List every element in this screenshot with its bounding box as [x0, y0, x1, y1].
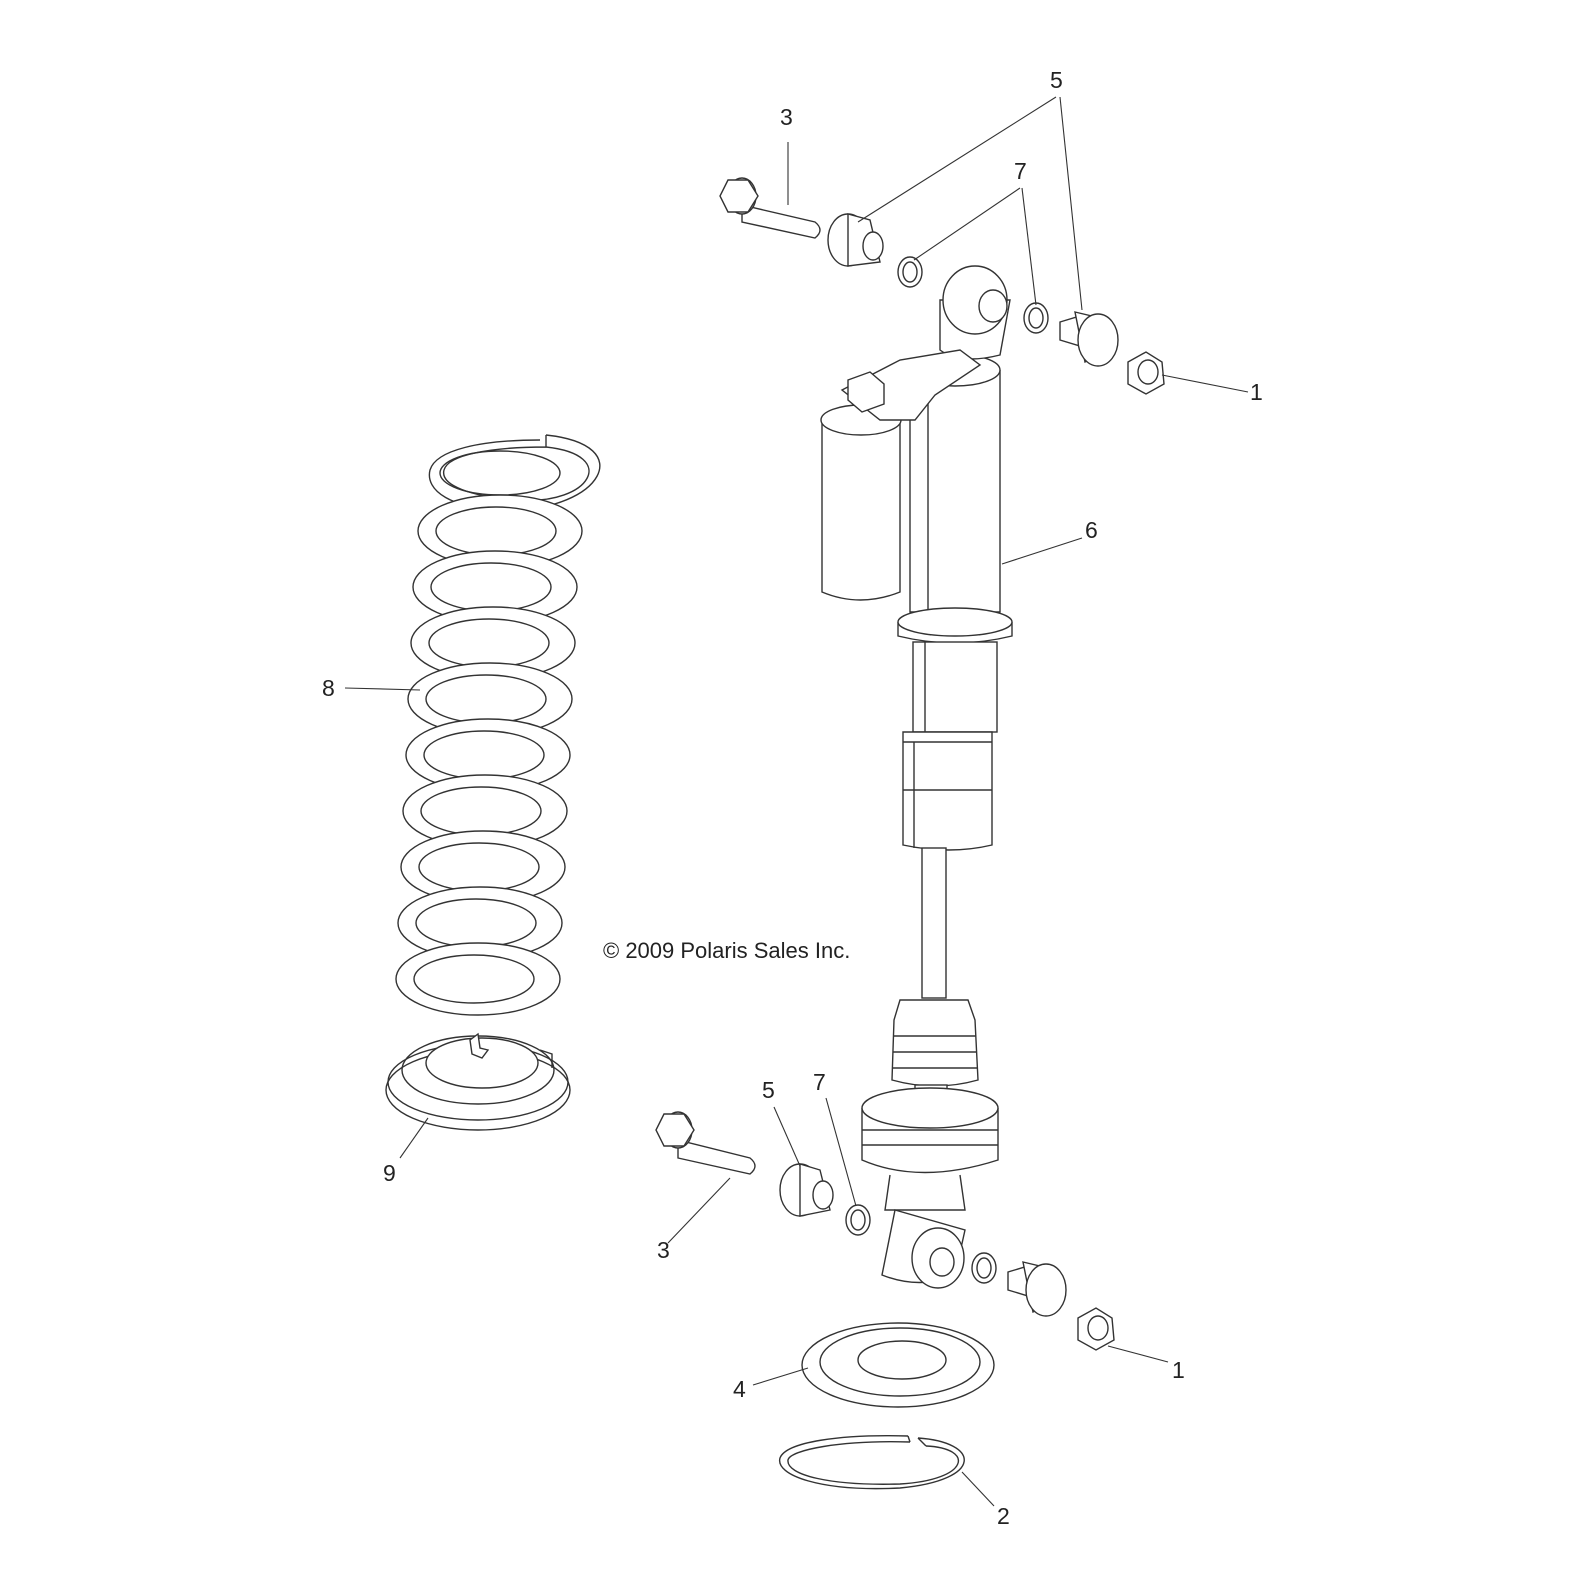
bottom-washer-right — [971, 1252, 997, 1284]
callout-3-top: 3 — [780, 104, 793, 130]
top-bolt — [719, 177, 821, 239]
callout-1-top: 1 — [1250, 379, 1263, 405]
callout-2: 2 — [997, 1503, 1010, 1529]
callout-9: 9 — [383, 1160, 396, 1186]
callout-4: 4 — [733, 1376, 746, 1402]
callout-1-bottom: 1 — [1172, 1357, 1185, 1383]
top-washer-left — [897, 256, 923, 288]
callout-numbers: 3 5 7 1 6 8 9 5 7 3 1 4 2 — [322, 67, 1263, 1529]
bottom-bolt — [655, 1111, 756, 1175]
top-bushing-left — [827, 213, 884, 267]
callout-3-bottom: 3 — [657, 1237, 670, 1263]
top-bushing-right — [1059, 311, 1119, 367]
bottom-nut — [1077, 1307, 1115, 1351]
bottom-washer-left — [845, 1204, 871, 1236]
callout-8: 8 — [322, 675, 335, 701]
top-nut — [1127, 351, 1165, 395]
bottom-bushing-left — [779, 1163, 834, 1217]
callout-7-bottom: 7 — [813, 1069, 826, 1095]
leader-lines — [344, 96, 1249, 1507]
spring-retainer — [385, 1032, 571, 1131]
spring-seat — [801, 1322, 995, 1408]
callout-5-top: 5 — [1050, 67, 1063, 93]
callout-5-bottom: 5 — [762, 1077, 775, 1103]
coil-spring — [395, 434, 601, 1016]
bottom-bushing-right — [1007, 1261, 1067, 1317]
top-washer-right — [1023, 302, 1049, 334]
shock-absorber-body — [820, 265, 1013, 1289]
copyright-notice: © 2009 Polaris Sales Inc. — [603, 938, 850, 963]
callout-6: 6 — [1085, 517, 1098, 543]
callout-7-top: 7 — [1014, 158, 1027, 184]
retaining-ring — [779, 1435, 965, 1490]
